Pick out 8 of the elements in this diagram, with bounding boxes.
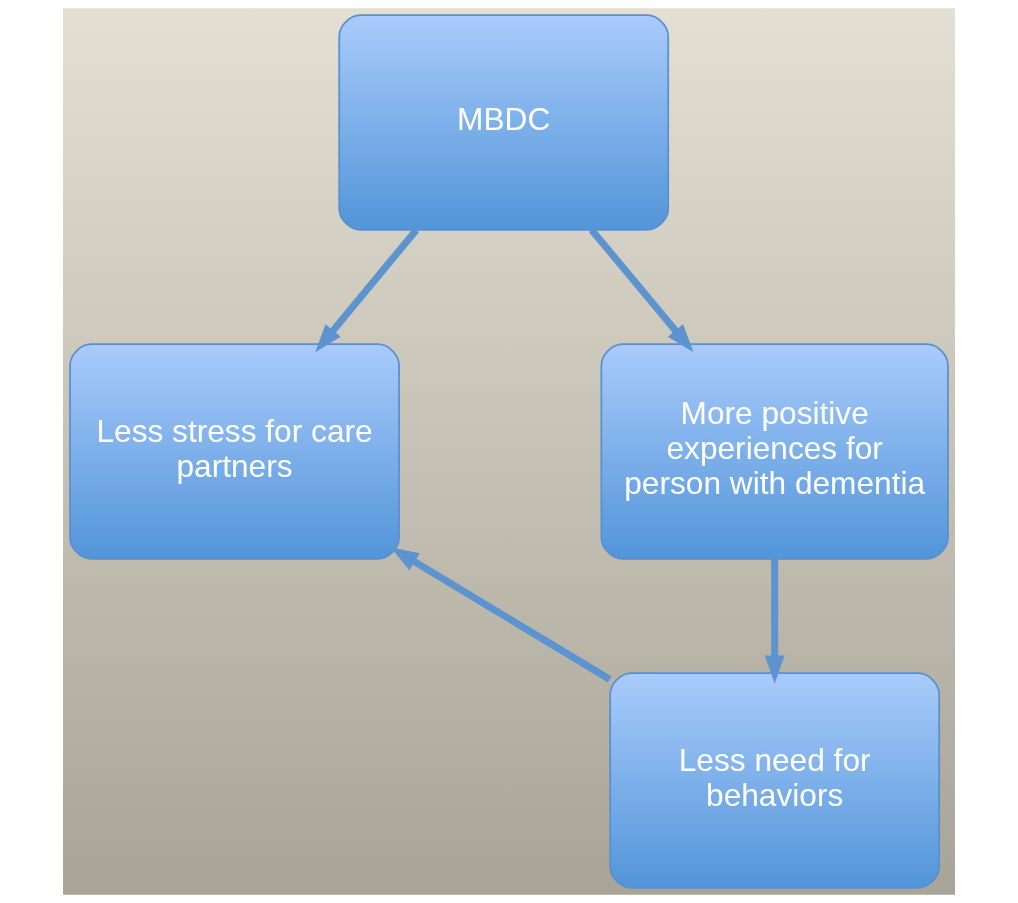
- node-box: Less need for behaviors: [609, 672, 941, 889]
- node-box: Less stress for care partners: [69, 343, 400, 560]
- node-box: MBDC: [338, 14, 670, 231]
- arrow: [315, 227, 420, 353]
- node-box: More positive experiences for person with dementia: [600, 343, 949, 560]
- arrow: [390, 547, 612, 683]
- arrow: [589, 227, 694, 353]
- arrow: [764, 558, 785, 684]
